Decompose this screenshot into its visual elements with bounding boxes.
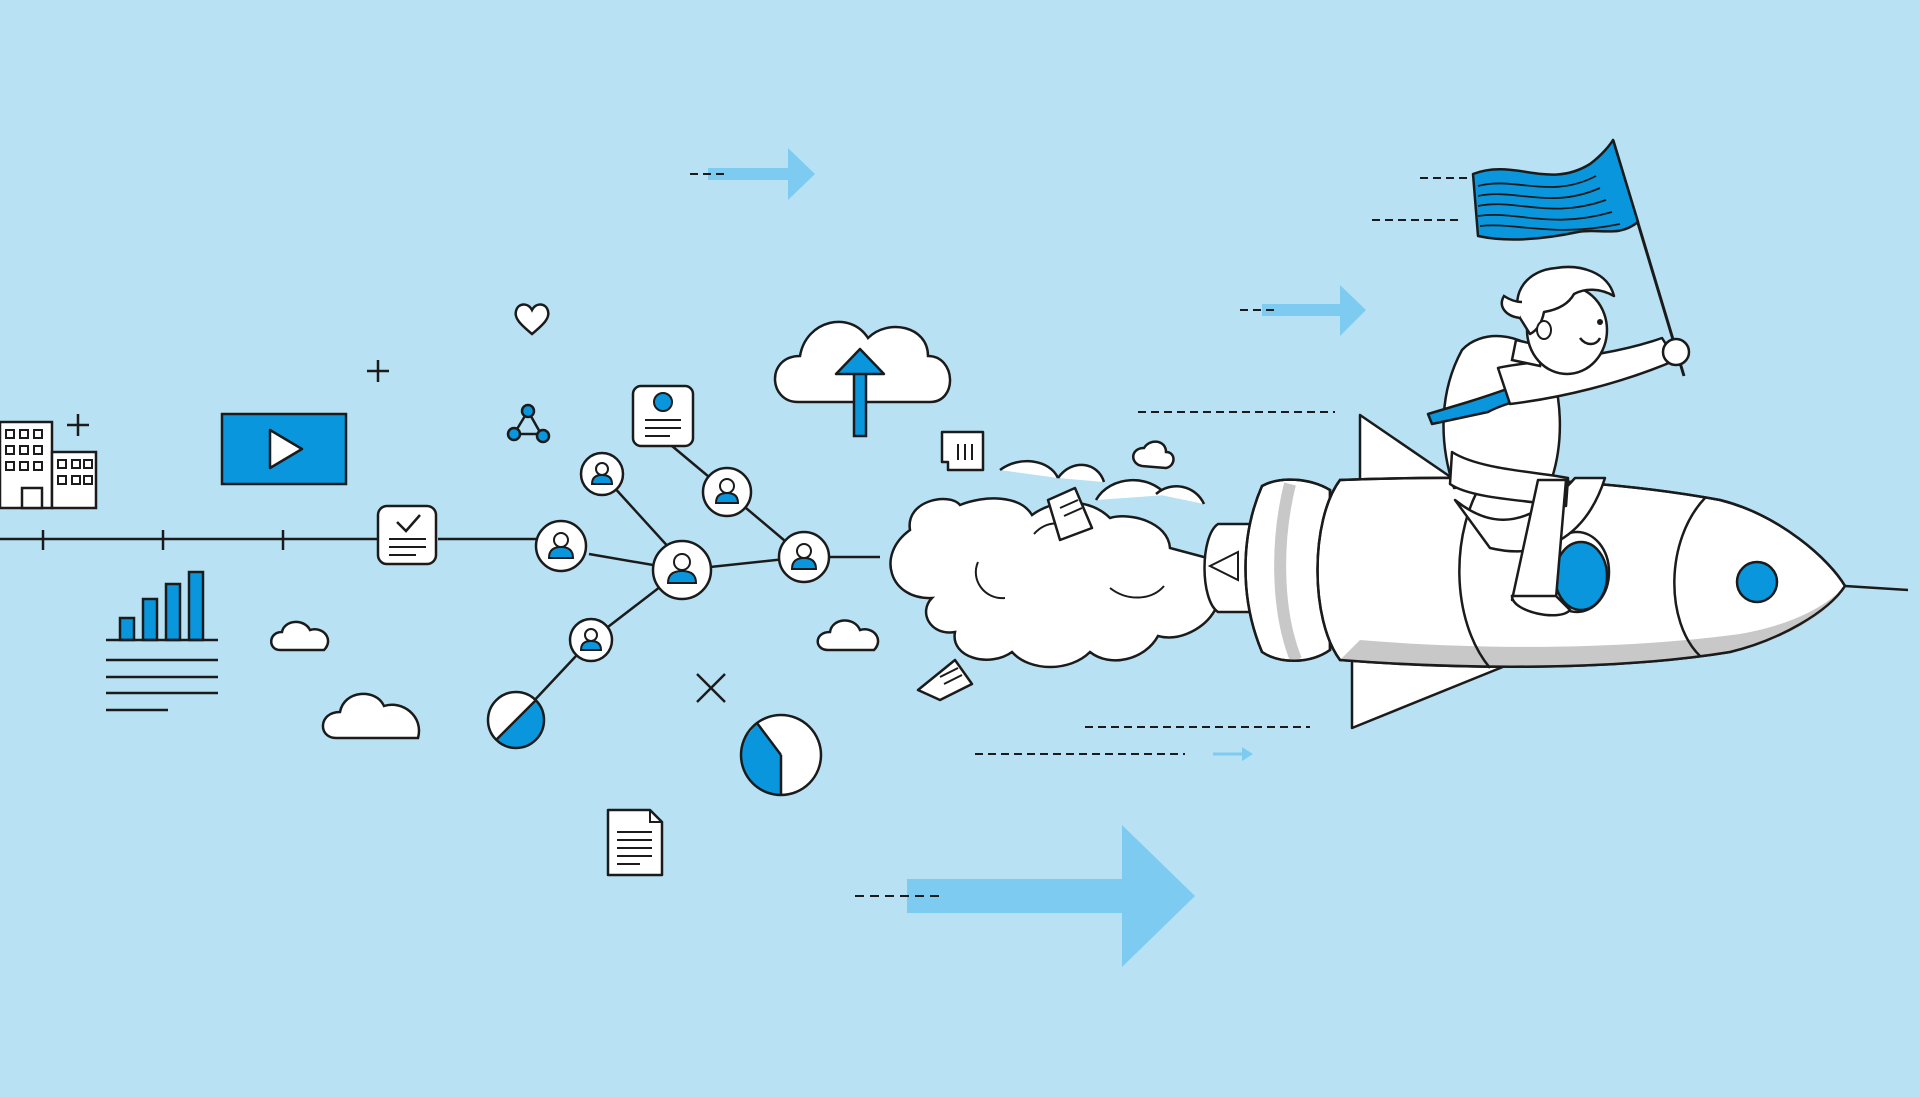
user-node: [701, 466, 753, 518]
motion-arrows: [690, 148, 1470, 967]
arrow-top: [690, 148, 815, 200]
flag-icon: [1471, 138, 1686, 377]
pie-chart-icon: [739, 713, 823, 797]
checklist-icon: [376, 504, 438, 566]
share-icon: [506, 403, 551, 444]
exhaust-cloud: [889, 459, 1217, 669]
heart-icon: [514, 303, 550, 336]
pie-chart-icon-small: [486, 690, 546, 750]
speed-lines: [975, 177, 1470, 755]
user-node: [534, 519, 588, 573]
user-node: [568, 617, 614, 663]
plus-icon: [367, 360, 389, 382]
arrow-bottom-large: [855, 825, 1195, 967]
video-play-icon: [220, 412, 348, 486]
user-node: [579, 451, 625, 497]
close-cross-icon: [696, 673, 726, 703]
rocket-icon: [1203, 413, 1909, 730]
cloud-small-center: [816, 619, 880, 652]
paper-icon: [940, 430, 985, 472]
cloud-upload-icon: [773, 320, 952, 438]
office-building-icon: [0, 414, 98, 510]
paper-icon: [1046, 486, 1094, 542]
document-icon: [606, 808, 664, 877]
user-network-icon: [534, 451, 831, 663]
paper-icon: [916, 658, 974, 702]
businessman: [1426, 265, 1691, 617]
bar-chart-icon: [106, 570, 218, 712]
timeline: [0, 530, 537, 550]
cloud-tiny-right: [1132, 440, 1175, 470]
arrow-small-bottom: [1213, 747, 1253, 761]
cloud-medium-left: [321, 692, 421, 740]
profile-card-icon: [631, 384, 695, 448]
user-node: [777, 530, 831, 584]
user-node-center: [651, 539, 713, 601]
cloud-small-left: [270, 620, 330, 652]
arrow-right-upper: [1240, 285, 1366, 336]
